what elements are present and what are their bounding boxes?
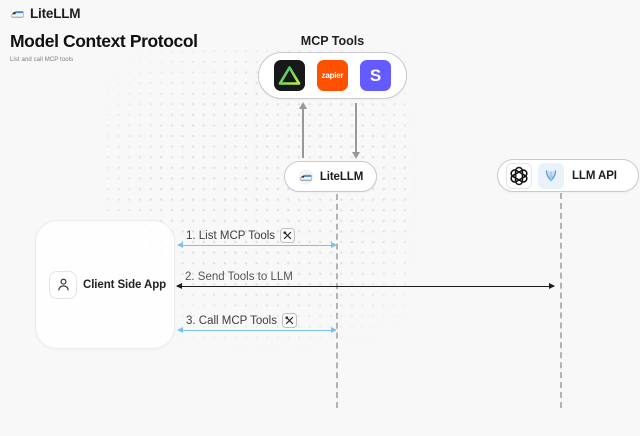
message-1-arrow: [177, 241, 337, 248]
train-icon: [298, 168, 314, 185]
message-2-arrow: [176, 282, 555, 289]
page-title: Model Context Protocol: [10, 31, 198, 51]
zapier-icon: zapier: [317, 60, 348, 91]
llm-api-label: LLM API: [572, 169, 617, 182]
message-1-label: 1. List MCP Tools: [186, 228, 296, 243]
page-subtitle: List and call MCP tools: [10, 57, 74, 63]
message-3-arrow: [177, 326, 337, 333]
green-triangle-icon: [274, 60, 305, 91]
message-2-text: 2. Send Tools to LLM: [185, 271, 293, 283]
arrow-mcp-to-litellm: [352, 103, 360, 159]
openai-icon: [506, 162, 532, 189]
brand: LiteLLM: [10, 6, 81, 21]
person-icon: [49, 270, 77, 299]
train-icon: [11, 10, 24, 18]
mcp-tools-label: MCP Tools: [300, 34, 365, 48]
arrow-litellm-to-mcp: [299, 102, 307, 158]
blue-feather-icon: [538, 162, 564, 189]
tools-icon: [280, 228, 296, 243]
lifeline-llm-api: [560, 193, 562, 408]
litellm-node: LiteLLM: [284, 161, 377, 192]
client-app-node: Client Side App: [35, 220, 175, 349]
tools-icon: [281, 313, 297, 328]
stripe-letter: S: [369, 65, 382, 85]
litellm-label: LiteLLM: [319, 170, 364, 183]
stripe-icon: S: [360, 60, 391, 91]
zapier-wordmark: zapier: [321, 71, 344, 80]
mcp-tools-box: zapier S: [258, 52, 407, 99]
client-app-label: Client Side App: [83, 278, 167, 291]
message-2-label: 2. Send Tools to LLM: [185, 271, 293, 283]
lifeline-litellm: [336, 194, 338, 408]
message-3-label: 3. Call MCP Tools: [186, 313, 297, 328]
message-1-text: 1. List MCP Tools: [186, 229, 276, 242]
llm-api-node: LLM API: [497, 159, 639, 192]
message-3-text: 3. Call MCP Tools: [186, 314, 277, 327]
brand-label: LiteLLM: [30, 6, 81, 21]
